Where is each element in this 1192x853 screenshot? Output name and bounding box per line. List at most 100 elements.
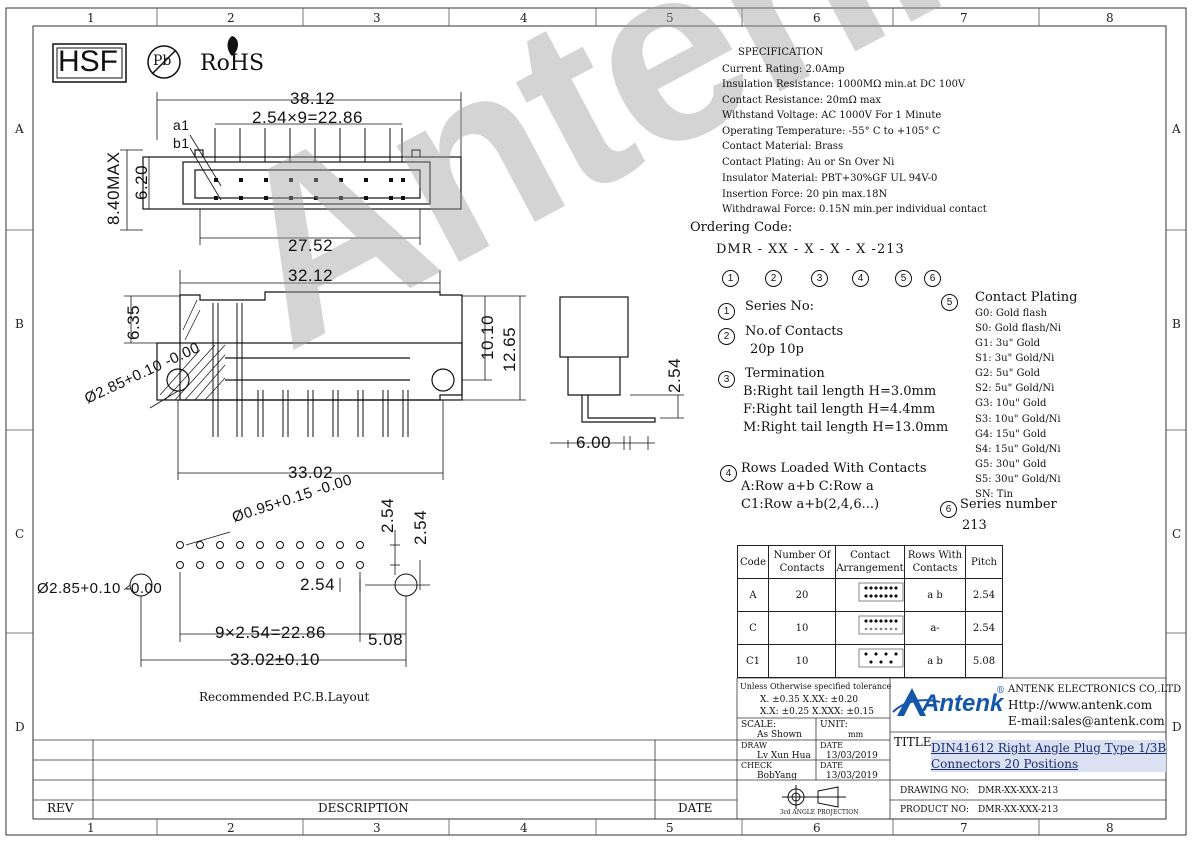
spec-line: Insertion Force: 20 pin max.18N	[722, 189, 888, 200]
termination-option: F:Right tail length H=4.4mm	[743, 402, 936, 417]
table-header: Code	[737, 545, 769, 579]
company-email[interactable]: E-mail:sales@antenk.com	[1008, 714, 1165, 728]
table-cell: 10	[768, 644, 836, 678]
spec-line: Contact Material: Brass	[722, 141, 844, 152]
code-number: 3	[811, 270, 828, 287]
code-table: Code Number Of Contacts Contact Arrangem…	[737, 545, 1003, 678]
arrangement-icon	[835, 644, 905, 678]
dim-hole-offset: 2.54	[411, 509, 430, 545]
code-number: 4	[852, 270, 869, 287]
termination-option: M:Right tail length H=13.0mm	[743, 420, 949, 435]
table-header: Number Of Contacts	[768, 545, 836, 579]
dim-side-length: 32.12	[288, 266, 334, 285]
plating-option: G4: 15u" Gold	[975, 429, 1047, 440]
dim-side-offset: 6.35	[124, 304, 143, 340]
label-row-a: a1	[173, 117, 190, 133]
grid-col-6-bottom: 6	[813, 821, 821, 835]
title-line-2: Connectors 20 Positions	[931, 757, 1079, 771]
spec-line: Insulation Resistance: 1000MΩ min.at DC …	[722, 79, 966, 90]
dim-height-body: 6.20	[132, 164, 151, 200]
code-number: 6	[940, 501, 957, 518]
grid-row-c-right: C	[1172, 527, 1182, 541]
dim-pcb-mount-hole: Ø2.85+0.10 -0.00	[37, 580, 163, 597]
date-column-header: DATE	[678, 801, 713, 815]
scale-label: SCALE:	[741, 720, 777, 730]
plating-option: G1: 3u" Gold	[975, 338, 1041, 349]
code-number: 2	[765, 270, 782, 287]
table-cell: a b	[904, 578, 966, 612]
code-position-3: 3	[811, 266, 828, 287]
check-label: CHECK	[741, 761, 773, 770]
plating-option: G3: 10u" Gold	[975, 398, 1047, 409]
contacts-values: 20p 10p	[750, 342, 804, 357]
draw-label: DRAW	[741, 741, 768, 750]
legend-5-marker: 5	[941, 290, 958, 311]
table-cell: a b	[904, 644, 966, 678]
spec-line: Contact Resistance: 20mΩ max	[722, 95, 882, 106]
legend-6-marker: 6	[940, 497, 957, 518]
plating-option: G0: Gold flash	[975, 308, 1047, 319]
dim-end-depth: 6.00	[576, 433, 612, 452]
plating-option: G5: 30u" Gold	[975, 459, 1047, 470]
grid-col-4: 4	[520, 11, 528, 25]
tolerance-line: X. ±0.35 X.XX: ±0.20	[760, 695, 859, 705]
code-position-2: 2	[765, 266, 782, 287]
rohs-mark: RoHS	[200, 51, 265, 76]
company-name: ANTENK ELECTRONICS CO,.LTD	[1008, 684, 1182, 695]
ordering-code: DMR - XX - X - X - X -213	[716, 242, 905, 257]
spec-line: Contact Plating: Au or Sn Over Ni	[722, 157, 895, 168]
grid-col-4-bottom: 4	[520, 821, 528, 835]
code-position-6: 6	[924, 266, 941, 287]
hsf-mark: HSF	[58, 45, 118, 78]
table-cell: 2.54	[965, 611, 1003, 645]
plating-option: S1: 3u" Gold/Ni	[975, 353, 1055, 364]
table-cell: A	[737, 578, 769, 612]
unit-value: mm	[848, 730, 864, 739]
termination-title: Termination	[745, 366, 825, 381]
plating-title: Contact Plating	[975, 290, 1078, 305]
company-website[interactable]: Http://www.antenk.com	[1008, 698, 1153, 712]
dim-pcb-mount-span: 33.02±0.10	[230, 650, 320, 669]
legend-2-marker: 2	[718, 324, 735, 345]
plating-option: S5: 30u" Gold/Ni	[975, 474, 1061, 485]
grid-col-5: 5	[666, 11, 674, 25]
arrangement-icon	[835, 611, 905, 645]
series-no-label: Series No:	[745, 299, 815, 314]
title-line-1: DIN41612 Right Angle Plug Type 1/3B	[931, 741, 1167, 755]
grid-col-1: 1	[87, 11, 95, 25]
code-number: 1	[722, 270, 739, 287]
grid-col-3-bottom: 3	[373, 821, 381, 835]
table-cell: 5.08	[965, 644, 1003, 678]
code-position-5: 5	[895, 266, 912, 287]
grid-row-b: B	[15, 317, 24, 331]
dim-pcb-offset: 5.08	[368, 630, 404, 649]
plating-option: S3: 10u" Gold/Ni	[975, 414, 1061, 425]
grid-col-5-bottom: 5	[666, 821, 674, 835]
dim-end-pitch: 2.54	[665, 357, 684, 393]
code-number: 5	[941, 294, 958, 311]
spec-line: Withdrawal Force: 0.15N min.per individu…	[722, 204, 987, 215]
table-row: C 10 a- 2.54	[737, 611, 1003, 645]
product-no: DMR-XX-XXX-213	[978, 805, 1059, 815]
code-number: 2	[718, 328, 735, 345]
title-label: TITLE:	[894, 735, 936, 749]
code-number: 1	[718, 303, 735, 320]
grid-col-7: 7	[960, 11, 968, 25]
spec-line: Operating Temperature: -55° C to +105° C	[722, 126, 941, 137]
scale-value: As Shown	[757, 730, 802, 740]
dim-pin-span: 2.54×9=22.86	[252, 108, 363, 127]
dim-side-height2: 12.65	[500, 326, 519, 372]
code-number: 6	[924, 270, 941, 287]
grid-row-d: D	[15, 720, 25, 734]
table-header: Contact Arrangement	[835, 545, 905, 579]
table-row: A 20 a b 2.54	[737, 578, 1003, 612]
table-header: Rows With Contacts	[904, 545, 966, 579]
registered-mark: ®	[996, 686, 1005, 696]
grid-row-b-right: B	[1172, 317, 1181, 331]
series-number-value: 213	[962, 518, 987, 533]
rows-option: A:Row a+b C:Row a	[741, 479, 874, 494]
table-header: Pitch	[965, 545, 1003, 579]
description-column-header: DESCRIPTION	[318, 801, 409, 815]
dim-pin-pitch: 2.54	[300, 575, 336, 594]
table-cell: 10	[768, 611, 836, 645]
